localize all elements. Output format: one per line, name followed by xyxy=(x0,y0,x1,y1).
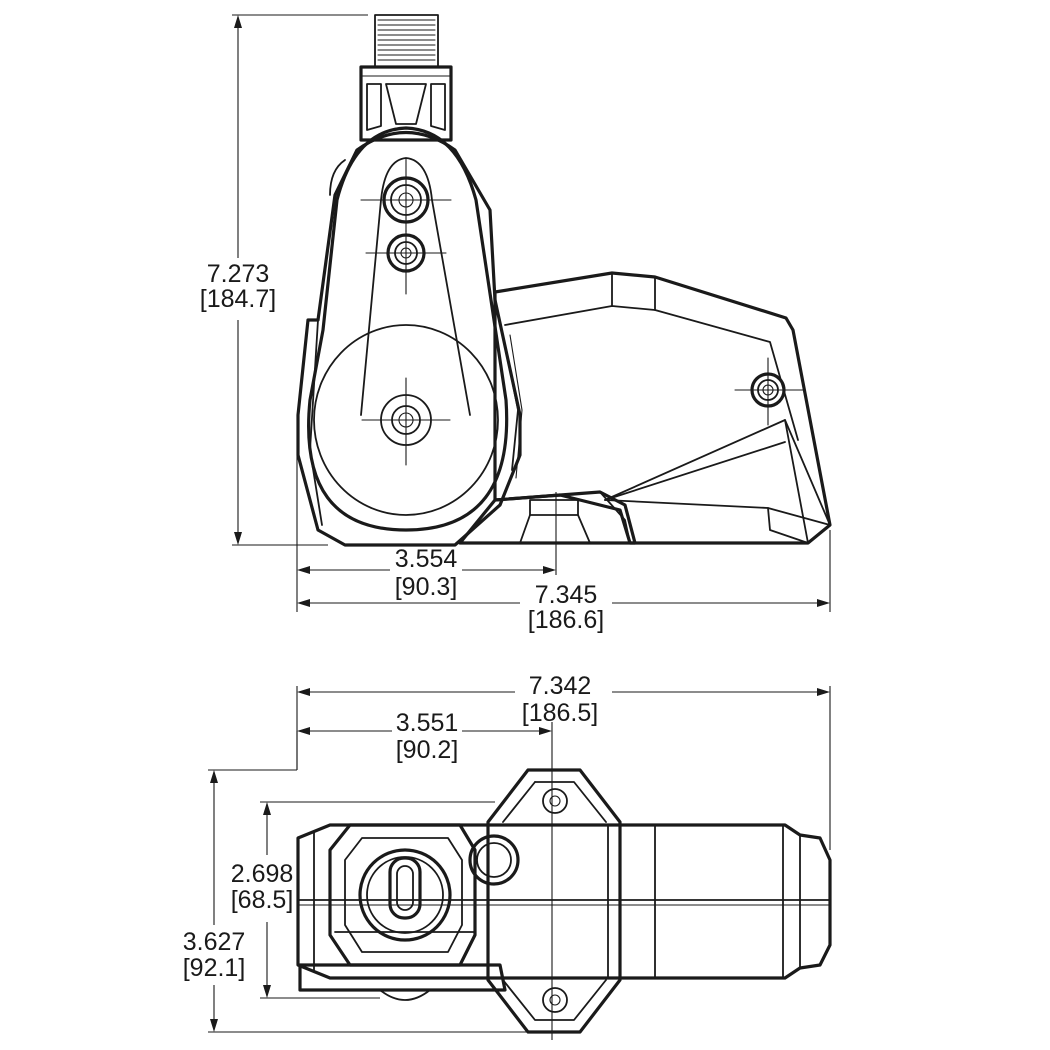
height-inches-label: 7.273 xyxy=(207,260,270,288)
mounting-hole-middle xyxy=(365,229,447,295)
pivot-hole xyxy=(361,377,451,466)
connector-housing xyxy=(359,65,453,142)
height-mm-label: [184.7] xyxy=(200,285,276,313)
dimension-base-to-center: 3.554 [90.3] xyxy=(296,455,557,612)
overall-width-mm-label: [92.1] xyxy=(183,954,246,982)
length-mm-label: [186.6] xyxy=(528,606,604,634)
main-housing xyxy=(296,126,523,547)
base-to-center-inches-label: 3.554 xyxy=(395,545,458,573)
dimension-height: 7.273 [184.7] xyxy=(200,14,368,546)
base-to-center-mm-label: [90.3] xyxy=(395,573,458,601)
dimension-body-width: 2.698 [68.5] xyxy=(231,801,495,999)
top-view: 7.342 [186.5] 3.551 [90.2] 2.698 [68.5] xyxy=(183,672,832,1040)
dimension-length: 7.345 [186.6] xyxy=(297,530,831,634)
body-width-mm-label: [68.5] xyxy=(231,886,294,914)
side-view: 7.273 [184.7] 3.554 [90.3] 7.345 [186.6] xyxy=(200,14,832,634)
body-width-inches-label: 2.698 xyxy=(231,860,294,888)
mounting-hole-top xyxy=(360,157,452,233)
dimension-overall-width: 3.627 [92.1] xyxy=(183,769,528,1033)
mounting-flange xyxy=(486,768,622,1034)
threaded-connector xyxy=(374,14,439,68)
top-base-to-center-mm-label: [90.2] xyxy=(396,736,459,764)
top-base-to-center-inches-label: 3.551 xyxy=(396,709,459,737)
overall-width-inches-label: 3.627 xyxy=(183,928,246,956)
top-length-inches-label: 7.342 xyxy=(529,672,592,700)
connector-top xyxy=(328,823,477,967)
top-length-mm-label: [186.5] xyxy=(522,699,598,727)
arm-hole xyxy=(734,357,806,426)
lever-arm xyxy=(458,271,832,545)
dimension-top-base-to-center: 3.551 [90.2] xyxy=(296,709,552,770)
dimension-top-length: 7.342 [186.5] xyxy=(296,672,831,850)
top-body xyxy=(296,823,832,1001)
length-inches-label: 7.345 xyxy=(535,581,598,609)
